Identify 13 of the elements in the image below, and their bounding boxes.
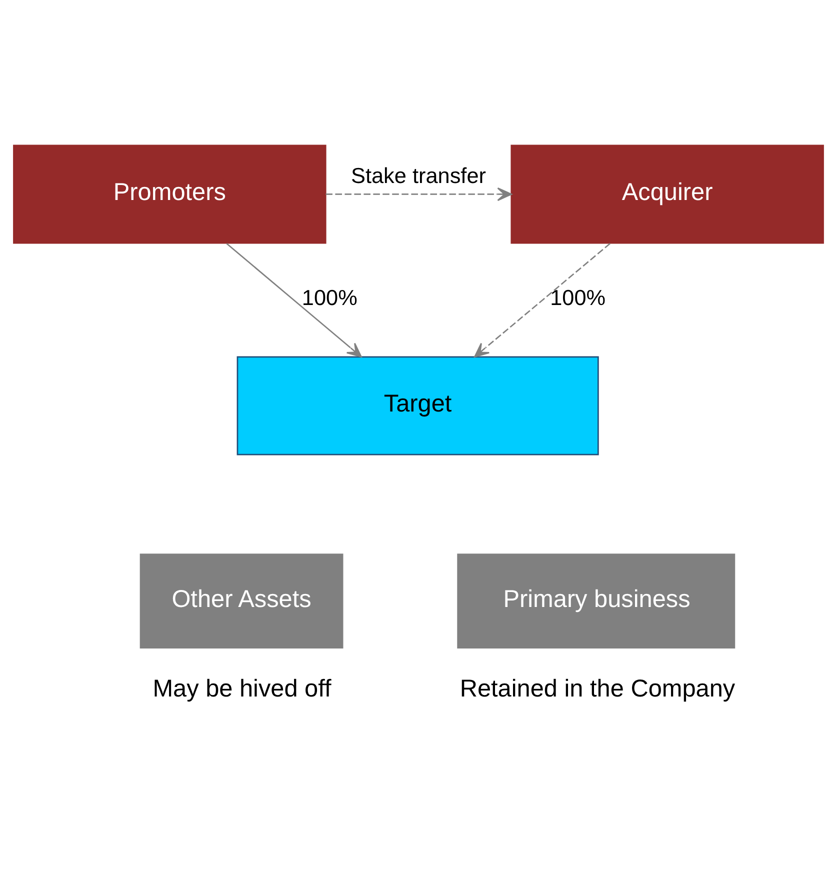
node-label: May be hived off <box>152 676 332 703</box>
arrow <box>474 242 611 358</box>
node-box: Acquirer <box>510 144 824 244</box>
node-box: Other Assets <box>140 554 344 648</box>
node-box: Primary business <box>457 554 736 648</box>
edge-label: 100% <box>302 285 358 310</box>
node-box: Target <box>236 356 599 456</box>
node-label: Retained in the Company <box>460 676 736 703</box>
edge-label: Stake transfer <box>350 163 486 188</box>
arrow <box>326 187 512 202</box>
edge-label: 100% <box>550 285 606 310</box>
node-box: Promoters <box>13 144 326 244</box>
arrow <box>226 242 362 358</box>
